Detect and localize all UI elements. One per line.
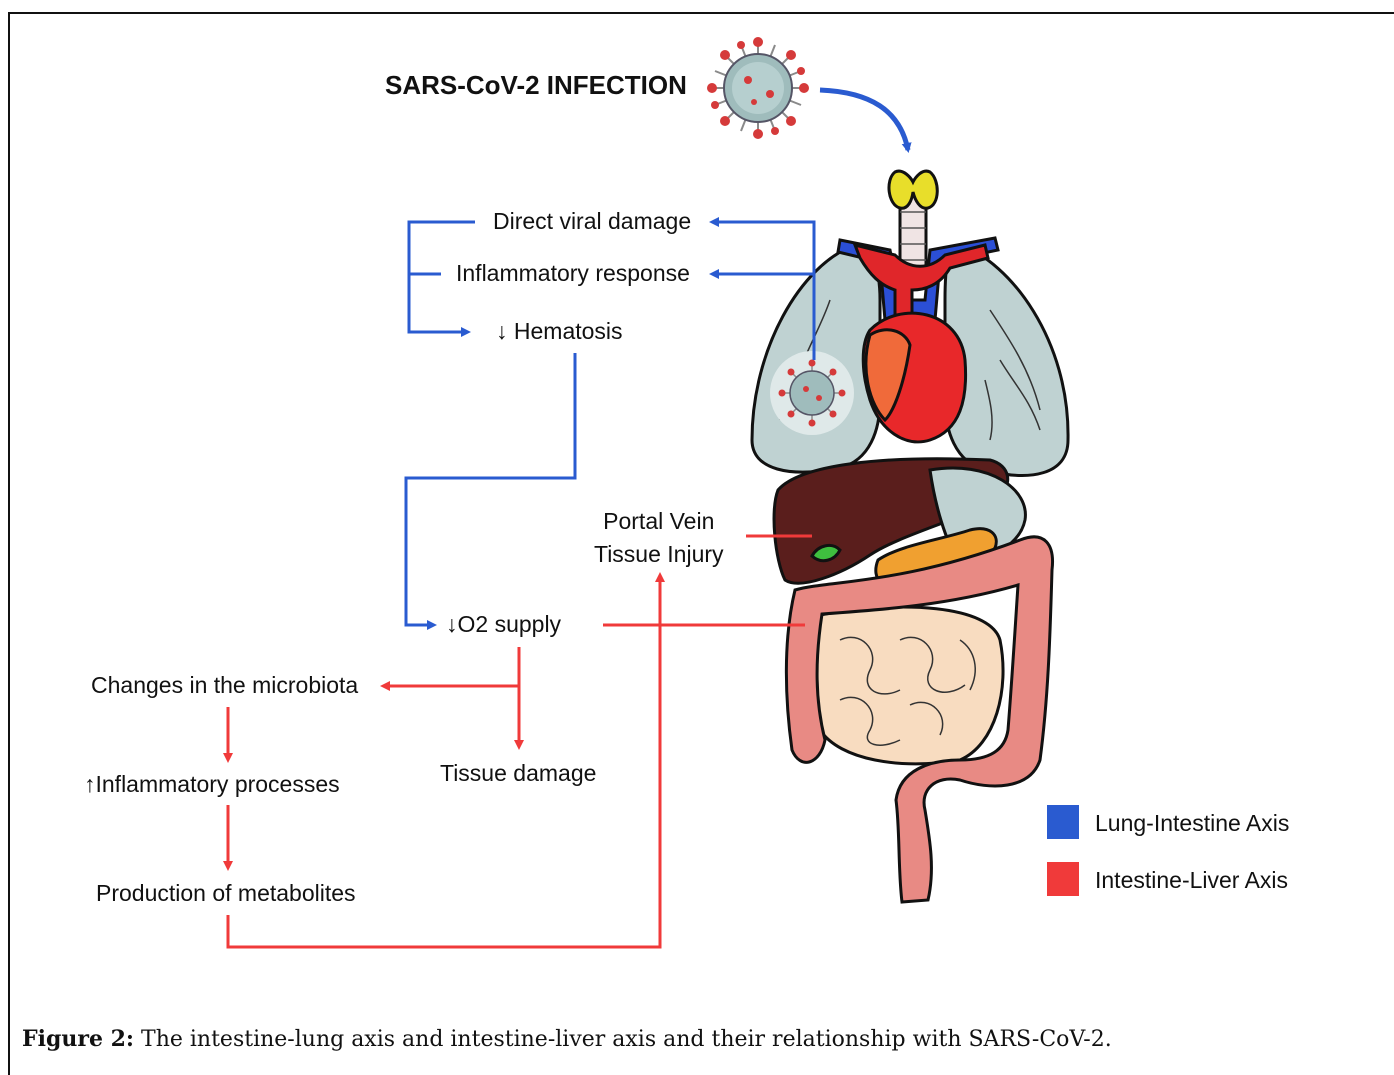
hematosis-label: ↓ Hematosis [496,318,623,345]
down-arrow-icon: ↓ [446,611,458,637]
legend-swatch-blue [1047,805,1079,839]
caption-text: The intestine-lung axis and intestine-li… [141,1027,1112,1052]
portal-vein-line1: Portal Vein [594,508,724,535]
caption-label: Figure 2: [22,1026,134,1052]
inflammatory-processes-label: ↑Inflammatory processes [84,771,340,798]
direct-viral-damage-label: Direct viral damage [493,208,691,235]
production-metabolites-label: Production of metabolites [96,880,356,907]
figure-caption: Figure 2: The intestine-lung axis and in… [22,1026,1112,1052]
o2-supply-label: ↓O2 supply [446,611,561,638]
legend-label-intestine-liver: Intestine-Liver Axis [1095,867,1288,894]
inflammatory-processes-text: Inflammatory processes [96,771,340,797]
diagram-title: SARS-CoV-2 INFECTION [385,70,687,101]
hematosis-text: Hematosis [514,318,623,344]
legend-label-lung-intestine: Lung-Intestine Axis [1095,810,1289,837]
virus-icon [707,37,809,139]
o2-supply-text: O2 supply [458,611,562,637]
portal-vein-line2: Tissue Injury [594,541,724,568]
portal-vein-label: Portal Vein Tissue Injury [594,508,724,568]
changes-microbiota-label: Changes in the microbiota [91,672,358,699]
legend-swatch-red [1047,862,1079,896]
tissue-damage-label: Tissue damage [440,760,596,787]
down-arrow-icon: ↓ [496,318,508,344]
up-arrow-icon: ↑ [84,771,96,797]
inflammatory-response-label: Inflammatory response [456,260,690,287]
infection-arrow [820,90,908,150]
lung-virus-icon [779,360,846,427]
